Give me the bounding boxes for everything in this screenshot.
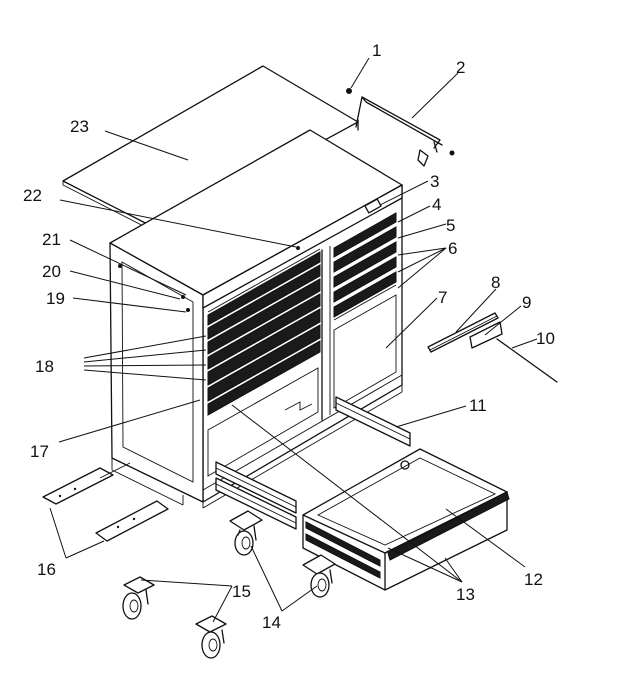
drawer-side-rails — [215, 396, 411, 530]
caster-swivel-2 — [195, 615, 227, 659]
drawer-slide-parts — [427, 312, 558, 383]
callout-10: 10 — [536, 329, 555, 348]
side-screw-20 — [181, 295, 185, 299]
front-top-rail — [202, 184, 403, 309]
callout-labels: 1 2 3 4 5 6 7 8 9 10 11 12 13 14 15 16 1… — [23, 41, 555, 632]
callout-13: 13 — [456, 585, 475, 604]
leader-lines — [49, 57, 538, 623]
handle-nut — [449, 150, 455, 156]
callout-23: 23 — [70, 117, 89, 136]
callout-19: 19 — [46, 289, 65, 308]
callout-14: 14 — [262, 613, 281, 632]
screw-part — [346, 88, 352, 94]
callout-16: 16 — [37, 560, 56, 579]
caster-rigid-1 — [229, 510, 263, 556]
callout-9: 9 — [522, 293, 531, 312]
callout-22: 22 — [23, 186, 42, 205]
callout-2: 2 — [456, 58, 465, 77]
callout-8: 8 — [491, 273, 500, 292]
callout-6: 6 — [448, 239, 457, 258]
callout-11: 11 — [469, 396, 487, 415]
callout-20: 20 — [42, 262, 61, 281]
side-screw-19 — [186, 308, 190, 312]
bottom-drawer-part — [302, 448, 510, 591]
callout-1: 1 — [372, 41, 381, 60]
callout-18: 18 — [35, 357, 54, 376]
callout-15: 15 — [232, 582, 251, 601]
caster-rigid-2 — [302, 554, 336, 598]
caster-plates-part — [42, 462, 169, 542]
top-screw-22 — [296, 246, 300, 250]
callout-21: 21 — [42, 230, 61, 249]
callout-12: 12 — [524, 570, 543, 589]
callout-3: 3 — [430, 172, 439, 191]
side-screw-21 — [118, 264, 122, 268]
callout-4: 4 — [432, 195, 441, 214]
caster-swivel-1 — [122, 576, 155, 620]
callout-5: 5 — [446, 216, 455, 235]
callout-7: 7 — [438, 288, 447, 307]
left-drawer-stack — [207, 248, 321, 416]
right-drawer-stack — [333, 212, 397, 321]
callout-17: 17 — [30, 442, 49, 461]
side-handle-part — [355, 96, 443, 167]
